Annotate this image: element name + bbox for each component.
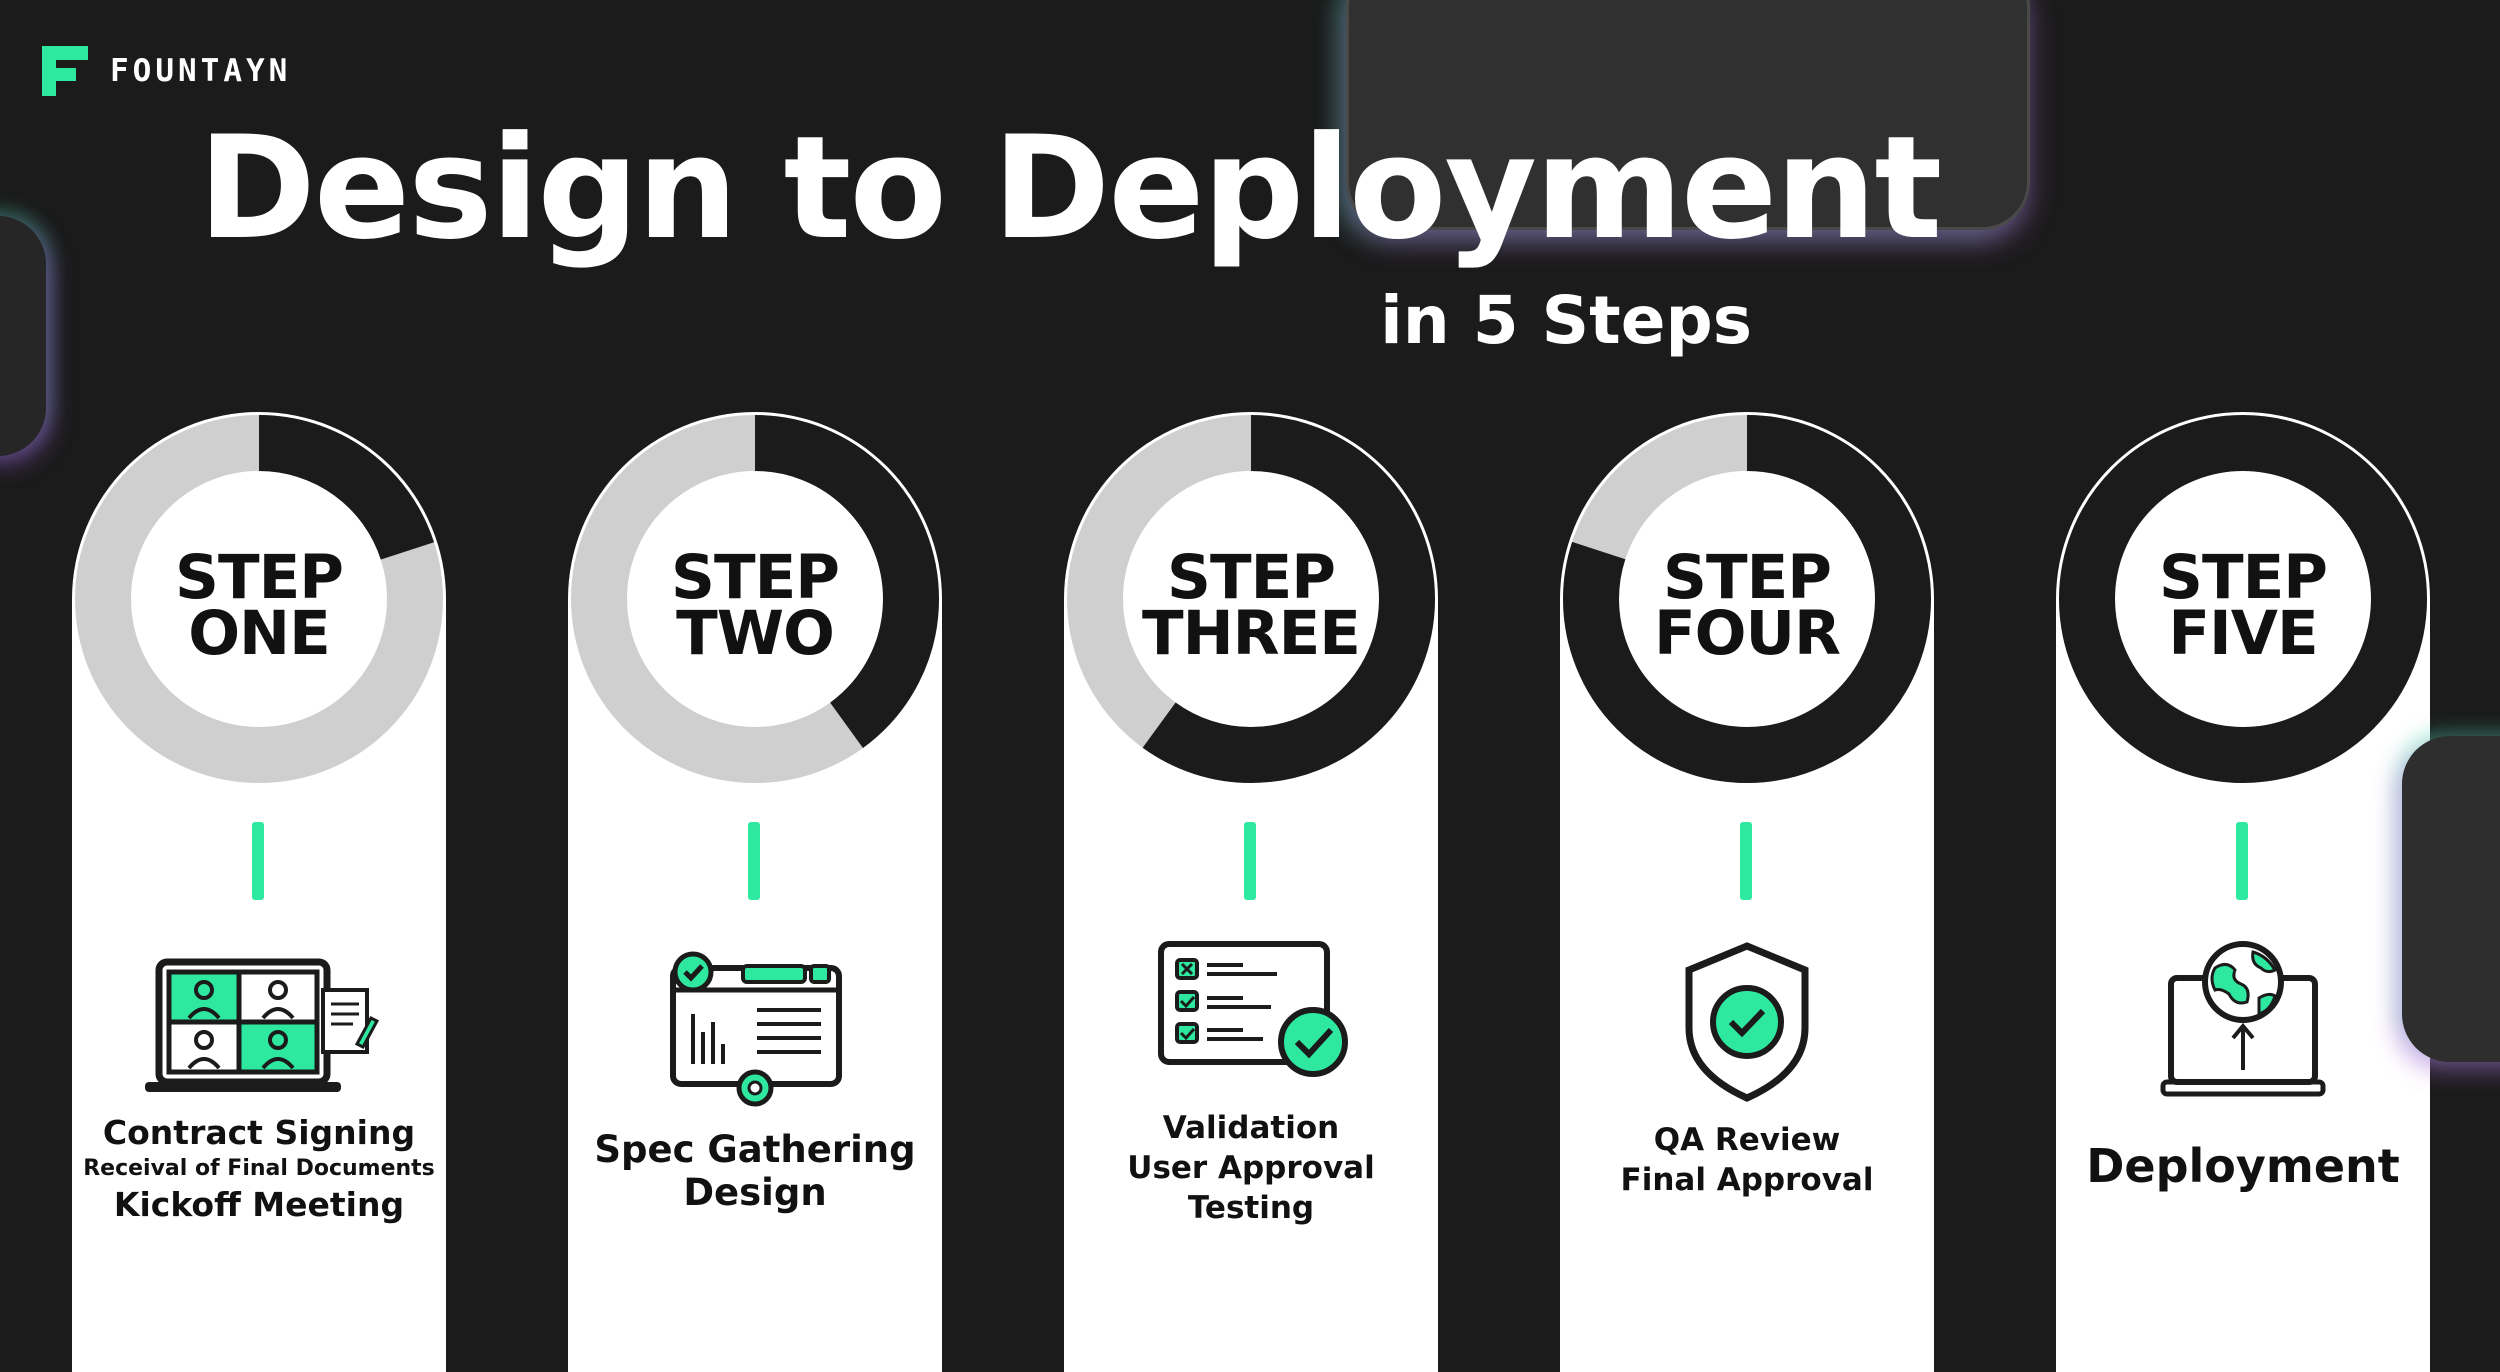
progress-ring xyxy=(1563,415,1931,783)
connector-line xyxy=(1740,822,1752,900)
fountayn-logo-icon xyxy=(42,46,88,96)
decorative-glass-panel xyxy=(2402,736,2500,1062)
connector-line xyxy=(2236,822,2248,900)
connector-line xyxy=(1244,822,1256,900)
shield-check-icon xyxy=(1685,942,1809,1102)
connector-line xyxy=(252,822,264,900)
page-subtitle: in 5 Steps xyxy=(1380,282,1752,359)
globe-upload-icon xyxy=(2160,941,2326,1097)
progress-ring xyxy=(1067,415,1435,783)
progress-ring xyxy=(571,415,939,783)
progress-ring xyxy=(2059,415,2427,783)
decorative-glass-panel xyxy=(1346,0,2030,230)
video-call-contract-icon xyxy=(145,958,379,1092)
step-description: Deployment xyxy=(2086,1139,2400,1193)
brand-name: FOUNTAYN xyxy=(110,53,292,89)
step-description: Validation User Approval Testing xyxy=(1127,1110,1375,1226)
design-spec-icon xyxy=(670,951,842,1107)
decorative-glass-panel xyxy=(0,216,46,456)
connector-line xyxy=(748,822,760,900)
progress-ring xyxy=(75,415,443,783)
page-title: Design to Deployment xyxy=(198,106,1942,271)
brand-logo: FOUNTAYN xyxy=(42,46,291,96)
step-description: Contract Signing Receival of Final Docum… xyxy=(83,1113,435,1224)
step-description: QA Review Final Approval xyxy=(1620,1122,1874,1198)
checklist-validation-icon xyxy=(1158,941,1348,1077)
step-description: Spec Gathering Design xyxy=(594,1128,916,1214)
